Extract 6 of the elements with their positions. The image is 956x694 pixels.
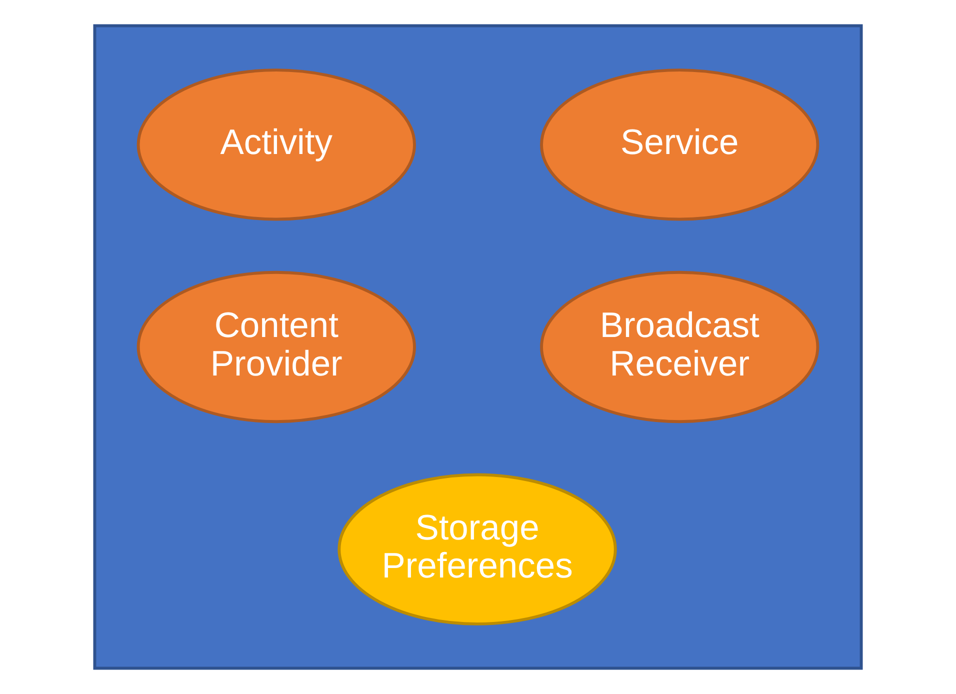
node-ellipse: Service [540,68,820,221]
cluster [93,24,863,670]
node-ellipse: Activity [136,68,416,221]
node-ellipse: Content Provider [136,270,416,424]
node-ellipse: Storage Preferences [338,473,617,626]
node-ellipse: Broadcast Receiver [540,270,820,424]
